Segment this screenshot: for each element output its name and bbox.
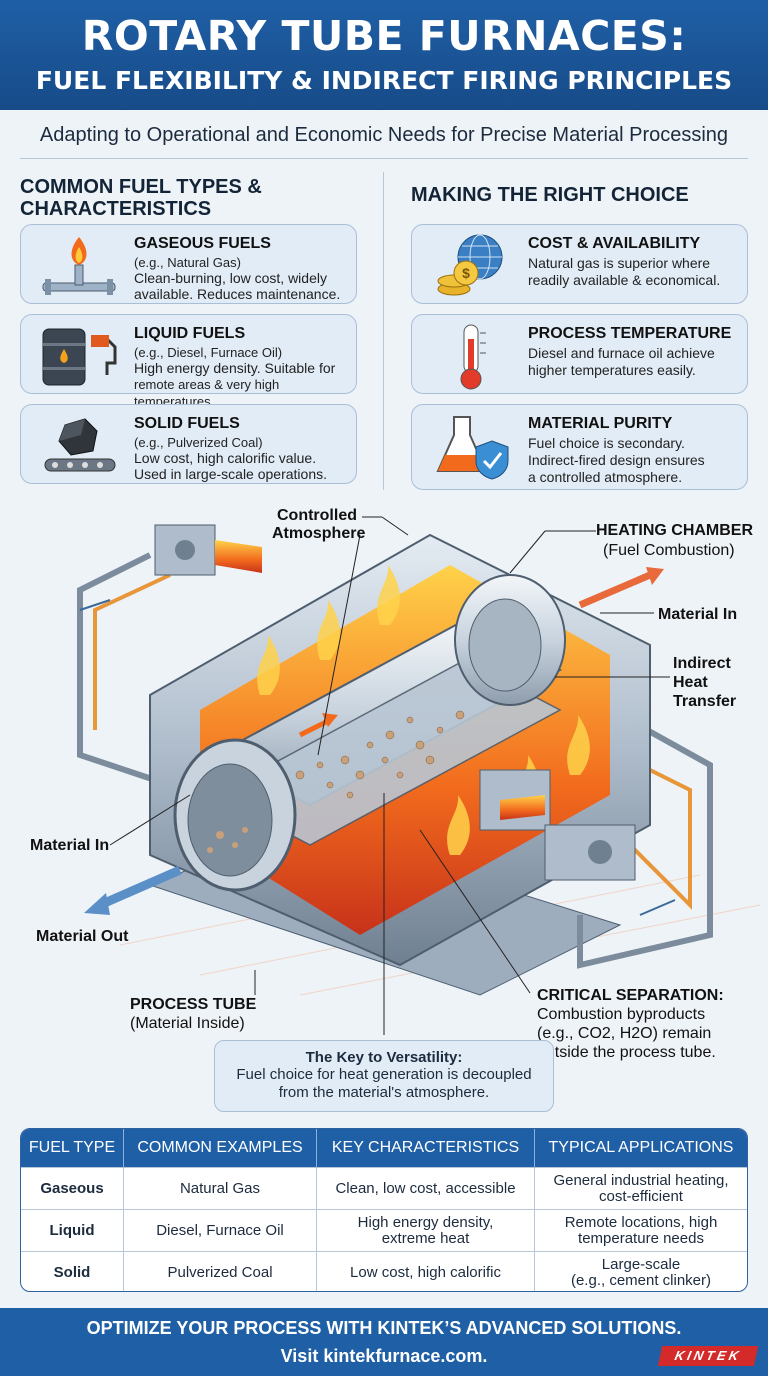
- material-particles: [295, 710, 465, 799]
- label-material-in-left: Material In: [30, 837, 110, 854]
- footer-banner: OPTIMIZE YOUR PROCESS WITH KINTEK’S ADVA…: [0, 1308, 768, 1376]
- card-title: PROCESS TEMPERATURE: [528, 325, 732, 342]
- gas-flame-pipe-icon: [42, 237, 116, 295]
- pipe-left: [77, 552, 201, 798]
- thermometer-icon: [460, 324, 486, 390]
- main-title: ROTARY TUBE FURNACES:: [81, 12, 687, 60]
- key-versatility-box: The Key to Versatility: Fuel choice for …: [214, 1040, 554, 1112]
- fuel-types-heading: COMMON FUEL TYPES & CHARACTERISTICS: [20, 176, 262, 220]
- leader-lines: [109, 516, 670, 1035]
- label-controlled-atmosphere: Controlled Atmosphere: [272, 507, 366, 542]
- divider: [20, 158, 748, 159]
- coal-conveyor-icon: [44, 418, 116, 472]
- cell-characteristics: Clean, low cost, accessible: [316, 1167, 535, 1210]
- main-subtitle: FUEL FLEXIBILITY & INDIRECT FIRING PRINC…: [35, 66, 733, 95]
- cell-type: Solid: [21, 1251, 124, 1291]
- header-banner: ROTARY TUBE FURNACES: FUEL FLEXIBILITY &…: [0, 0, 768, 110]
- label-heating-chamber: HEATING CHAMBER: [596, 522, 754, 539]
- choice-card-cost: $ COST & AVAILABILITY Natural gas is sup…: [411, 224, 748, 304]
- label-critical-separation: CRITICAL SEPARATION: Combustion byproduc…: [537, 987, 724, 1061]
- fuel-card-gaseous: GASEOUS FUELS (e.g., Natural Gas) Clean-…: [20, 224, 357, 304]
- label-material-in-right: Material In: [658, 606, 738, 623]
- table-header-row: FUEL TYPE COMMON EXAMPLES KEY CHARACTERI…: [21, 1129, 747, 1168]
- footer-cta: OPTIMIZE YOUR PROCESS WITH KINTEK’S ADVA…: [86, 1318, 682, 1338]
- fuel-card-liquid: LIQUID FUELS (e.g., Diesel, Furnace Oil)…: [20, 314, 357, 409]
- cell-characteristics: Low cost, high calorific: [316, 1251, 535, 1291]
- material-out-arrow: [98, 865, 182, 910]
- fuel-line-left: [93, 573, 171, 730]
- pipe-right: [577, 712, 713, 969]
- table-row: Solid Pulverized Coal Low cost, high cal…: [21, 1251, 747, 1291]
- label-process-tube-sub: (Material Inside): [130, 1015, 245, 1032]
- burner-right: [479, 769, 636, 881]
- fuel-card-solid: SOLID FUELS (e.g., Pulverized Coal) Low …: [20, 404, 357, 484]
- kintek-logo: KINTEK: [657, 1346, 759, 1366]
- tube-opening: [187, 763, 273, 877]
- cell-characteristics: High energy density,extreme heat: [316, 1209, 535, 1252]
- card-desc-2: readily available & economical.: [528, 272, 721, 288]
- key-line-2: from the material's atmosphere.: [278, 1084, 490, 1101]
- card-desc-2: available. Reduces maintenance.: [134, 286, 341, 302]
- card-desc-2: Indirect-fired design ensures: [528, 452, 705, 468]
- key-title: The Key to Versatility:: [305, 1049, 463, 1066]
- card-title: LIQUID FUELS: [134, 325, 246, 342]
- card-title: COST & AVAILABILITY: [528, 235, 701, 252]
- cell-examples: Natural Gas: [123, 1167, 317, 1210]
- card-title: MATERIAL PURITY: [528, 415, 673, 432]
- card-title: SOLID FUELS: [134, 415, 240, 432]
- choice-heading: MAKING THE RIGHT CHOICE: [411, 184, 689, 206]
- tagline: Adapting to Operational and Economic Nee…: [39, 124, 729, 146]
- fuel-comparison-table: FUEL TYPE COMMON EXAMPLES KEY CHARACTERI…: [20, 1128, 748, 1292]
- oil-barrel-nozzle-icon: [42, 328, 117, 386]
- column-divider: [383, 172, 384, 490]
- cell-applications: General industrial heating,cost-efficien…: [534, 1167, 747, 1210]
- footer-website-link[interactable]: Visit kintekfurnace.com.: [280, 1346, 488, 1366]
- card-desc-1: Natural gas is superior where: [528, 255, 711, 271]
- col-header: FUEL TYPE: [21, 1129, 124, 1168]
- card-desc-1: High energy density. Suitable for: [134, 360, 336, 376]
- cell-applications: Large-scale(e.g., cement clinker): [534, 1251, 747, 1291]
- svg-text:$: $: [462, 265, 470, 281]
- col-header: KEY CHARACTERISTICS: [316, 1129, 535, 1168]
- furnace-diagram: [77, 516, 761, 1035]
- coins-globe-icon: $: [437, 234, 503, 296]
- card-desc-1: Diesel and furnace oil achieve: [528, 345, 715, 361]
- col-header: TYPICAL APPLICATIONS: [534, 1129, 747, 1168]
- label-material-out: Material Out: [36, 928, 129, 945]
- key-line-1: Fuel choice for heat generation is decou…: [236, 1066, 532, 1083]
- card-desc-2: higher temperatures easily.: [528, 362, 696, 378]
- card-sub: (e.g., Pulverized Coal): [134, 435, 263, 450]
- burner-left: [154, 524, 262, 576]
- label-indirect-heat-transfer: Indirect Heat Transfer: [673, 655, 737, 710]
- card-desc-1: Clean-burning, low cost, widely: [134, 270, 327, 286]
- cell-type: Liquid: [21, 1209, 124, 1252]
- col-header: COMMON EXAMPLES: [123, 1129, 317, 1168]
- table-row: Liquid Diesel, Furnace Oil High energy d…: [21, 1209, 747, 1252]
- cell-examples: Diesel, Furnace Oil: [123, 1209, 317, 1252]
- card-title: GASEOUS FUELS: [134, 235, 271, 252]
- flask-shield-icon: [436, 416, 509, 480]
- cell-examples: Pulverized Coal: [123, 1251, 317, 1291]
- cell-type: Gaseous: [21, 1167, 124, 1210]
- label-process-tube: PROCESS TUBE: [130, 996, 257, 1013]
- label-heating-chamber-sub: (Fuel Combustion): [603, 542, 735, 559]
- choice-card-purity: MATERIAL PURITY Fuel choice is secondary…: [411, 404, 748, 490]
- material-in-arrow: [578, 571, 652, 609]
- choice-card-temperature: PROCESS TEMPERATURE Diesel and furnace o…: [411, 314, 748, 394]
- card-sub: (e.g., Diesel, Furnace Oil): [134, 345, 283, 360]
- table-row: Gaseous Natural Gas Clean, low cost, acc…: [21, 1167, 747, 1210]
- card-desc-2: Used in large-scale operations.: [134, 466, 327, 482]
- card-desc-1: Fuel choice is secondary.: [528, 435, 685, 451]
- card-desc-3: a controlled atmosphere.: [528, 469, 683, 485]
- card-desc-1: Low cost, high calorific value.: [134, 450, 317, 466]
- card-sub: (e.g., Natural Gas): [134, 255, 241, 270]
